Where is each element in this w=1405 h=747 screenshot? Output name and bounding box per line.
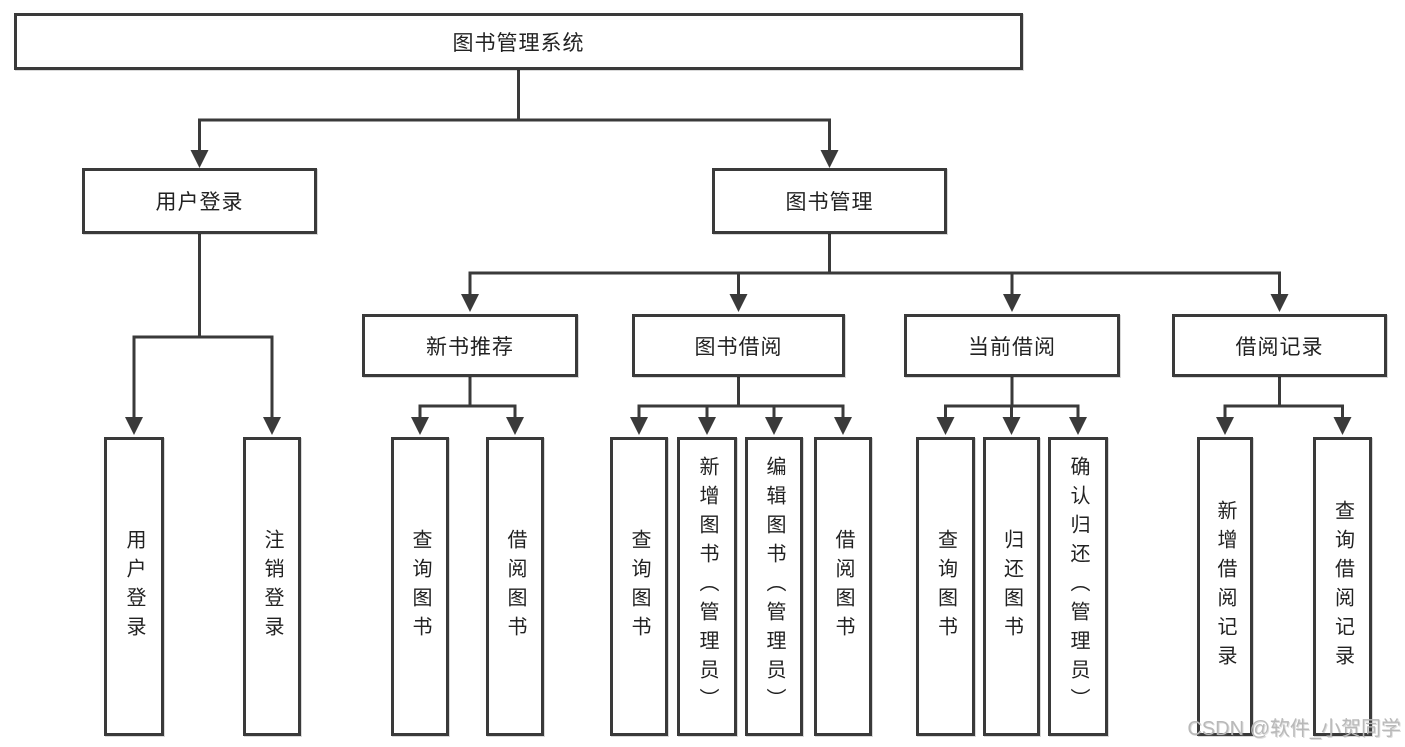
node-label: 查询借阅记录 [1331,499,1354,674]
node-leaf-bb-borrow-book: 借阅图书 [814,437,872,736]
node-current-borrow: 当前借阅 [904,314,1120,377]
node-leaf-cb-return-book: 归还图书 [983,437,1040,736]
node-label: 用户登录 [155,191,244,214]
node-label: 借阅图书 [504,528,526,645]
node-label: 新增图书（管理员） [696,456,718,717]
node-label: 确认归还（管理员） [1067,456,1089,717]
node-label: 借阅记录 [1235,335,1324,359]
node-label: 新书推荐 [426,335,514,359]
node-leaf-bb-edit-book-admin: 编辑图书（管理员） [745,437,803,736]
node-label: 图书借阅 [694,335,783,359]
node-leaf-rec-query-book: 查询图书 [391,437,449,736]
node-label: 借阅图书 [832,528,854,645]
node-leaf-cb-query-book: 查询图书 [916,437,975,736]
node-leaf-bb-query-book: 查询图书 [610,437,668,736]
node-label: 新增借阅记录 [1214,499,1236,674]
node-leaf-bb-add-book-admin: 新增图书（管理员） [677,437,737,736]
node-borrow-record: 借阅记录 [1172,314,1387,377]
node-label: 查询图书 [628,528,650,645]
node-label: 编辑图书（管理员） [763,456,785,717]
node-label: 图书管理 [785,191,874,214]
node-system-root: 图书管理系统 [14,13,1023,70]
node-label: 归还图书 [1000,528,1023,645]
node-label: 查询图书 [934,528,957,645]
node-leaf-cb-confirm-return-admin: 确认归还（管理员） [1048,437,1108,736]
node-leaf-user-login: 用户登录 [104,437,164,736]
node-label: 查询图书 [409,528,431,645]
node-leaf-rec-borrow-book: 借阅图书 [486,437,544,736]
node-leaf-logout: 注销登录 [243,437,301,736]
node-label: 图书管理系统 [452,31,585,55]
node-user-login: 用户登录 [82,168,317,234]
csdn-watermark: CSDN @软件_小贺同学 [1187,718,1401,740]
node-leaf-br-add-record: 新增借阅记录 [1197,437,1253,736]
node-leaf-br-query-record: 查询借阅记录 [1313,437,1372,736]
node-label: 当前借阅 [968,335,1056,359]
node-new-book-recommend: 新书推荐 [362,314,578,377]
node-label: 用户登录 [123,528,145,645]
node-book-borrow: 图书借阅 [632,314,845,377]
node-label: 注销登录 [261,528,283,645]
node-book-management: 图书管理 [712,168,947,234]
